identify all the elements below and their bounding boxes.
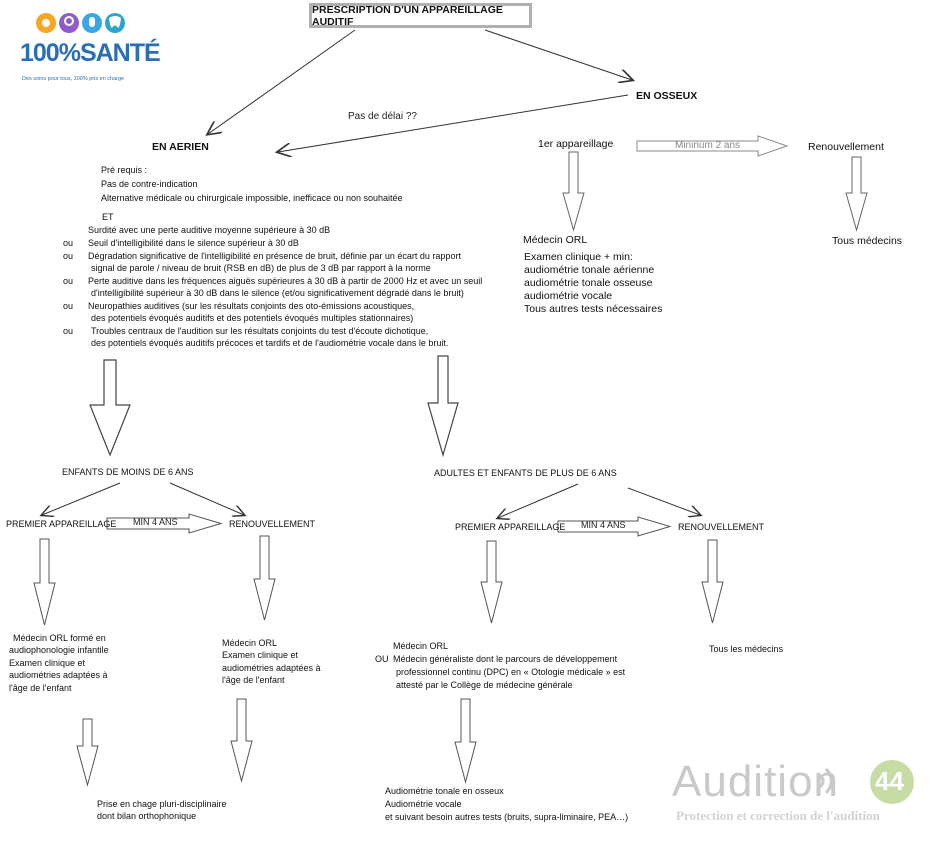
enfants-first: PREMIER APPAREILLAGE (6, 519, 117, 529)
aerien-prereq-item: Pas de contre-indication (101, 179, 198, 189)
criteria-line: Seuil d'intelligibilité dans le silence … (88, 238, 299, 248)
enfants-renewal-doctor-line: audiométries adaptées à (222, 663, 321, 673)
logo-audition-brand: Audition (672, 757, 840, 806)
ou-label: ou (63, 251, 74, 261)
enfants-first-doctor-line: audiophonologie infantile (9, 645, 109, 655)
enfants-first-doctor-line: audiométries adaptées à (9, 670, 108, 680)
enfants-renewal: RENOUVELLEMENT (229, 519, 316, 529)
adultes-or: OU (375, 654, 389, 664)
criteria-line: Troubles centraux de l'audition sur les … (91, 326, 429, 336)
logo-audition-waves-icon (818, 760, 914, 804)
adultes-heading: ADULTES ET ENFANTS DE PLUS DE 6 ANS (434, 468, 617, 478)
adultes-alt-doctor-line: professionnel continu (DPC) en « Otologi… (396, 667, 626, 677)
enfants-renewal-doctor-line: Médecin ORL (222, 638, 278, 648)
adultes-first: PREMIER APPAREILLAGE (455, 522, 566, 532)
osseux-exam-line: audiométrie tonale aérienne (524, 264, 655, 276)
criteria-line: Perte auditive dans les fréquences aiguë… (88, 276, 483, 286)
arrow-enfants-renewal-followup (230, 698, 253, 783)
aerien-prereq-title: Pré requis : (101, 165, 148, 175)
aerien-prereq-item: Alternative médicale ou chirurgicale imp… (101, 193, 403, 203)
adultes-tests-line: et suivant besoin autres tests (bruits, … (385, 812, 629, 822)
logo-100-sante-tagline: Des soins pour tous, 100% pris en charge (22, 76, 125, 82)
arrow-adultes-tests-down (454, 698, 477, 784)
aerien-et: ET (102, 212, 114, 222)
osseux-exam-line: audiométrie vocale (524, 290, 613, 302)
osseux-exam-line: Tous autres tests nécessaires (524, 303, 663, 315)
osseux-min-label: Mininum 2 ans (675, 140, 741, 151)
arrow-osseux-to-aerien (278, 94, 629, 152)
osseux-renewal-doctor: Tous médecins (832, 235, 903, 247)
adultes-renewal: RENOUVELLEMENT (678, 522, 765, 532)
criteria-line: des potentiels évoqués auditifs précoces… (91, 338, 449, 348)
arrow-enfants-renewal-down (253, 535, 276, 621)
logo-audition-number: 44 (875, 766, 904, 796)
criteria-line: signal de parole / niveau de bruit (RSB … (91, 263, 431, 273)
adultes-renewal-doctor: Tous les médecins (709, 644, 784, 654)
ou-label: ou (63, 238, 74, 248)
osseux-first: 1er appareillage (538, 138, 614, 150)
logo-audition-tagline: Protection et correction de l'audition (676, 808, 880, 823)
enfants-renewal-doctor-line: Examen clinique et (222, 650, 299, 660)
arrow-enfants-first-followup (76, 718, 99, 787)
title-box: PRESCRIPTION D'UN APPAREILLAGE AUDITIF (309, 3, 532, 28)
arrow-adultes-renewal-down (701, 539, 724, 624)
arrow-adultes-to-first (498, 483, 579, 518)
logo-audition-44: Audition 44 Protection et correction de … (670, 757, 920, 827)
enfants-followup-line: Prise en chage pluri-disciplinaire (97, 799, 227, 809)
adultes-tests-line: Audiométrie vocale (385, 799, 462, 809)
logo-100-sante-brand: 100%SANTÉ (20, 39, 161, 67)
ou-label: ou (63, 301, 74, 311)
osseux-doctor: Médecin ORL (523, 234, 588, 246)
enfants-min-label: MIN 4 ANS (133, 517, 178, 527)
criteria-line: Dégradation significative de l'intelligi… (88, 251, 461, 261)
criteria-line: des potentiels évoqués auditifs et des p… (91, 313, 414, 323)
criteria-line: d'intelligibilité supérieur à 30 dB dans… (91, 288, 464, 298)
arrow-to-enfants (89, 359, 131, 457)
arrow-adultes-to-renewal (627, 487, 700, 515)
adultes-min-label: MIN 4 ANS (581, 520, 626, 530)
osseux-renewal: Renouvellement (808, 141, 884, 153)
criteria-line: Neuropathies auditives (sur les résultat… (88, 301, 415, 311)
arrow-osseux-renewal-down (845, 156, 868, 232)
arrow-to-adultes (427, 355, 459, 458)
ou-label: ou (63, 276, 74, 286)
arrow-title-to-osseux (484, 29, 632, 80)
arrow-osseux-min (636, 135, 789, 157)
arrow-enfants-to-first (42, 482, 121, 515)
enfants-first-doctor-line: l'âge de l'enfant (9, 683, 72, 693)
enfants-renewal-doctor-line: l'âge de l'enfant (222, 675, 285, 685)
arrow-enfants-first-down (33, 538, 56, 626)
adultes-tests-line: Audiométrie tonale en osseux (385, 786, 504, 796)
adultes-first-doctor: Médecin ORL (393, 641, 449, 651)
enfants-followup-line: dont bilan orthophonique (97, 811, 197, 821)
arrow-enfants-min (106, 513, 223, 534)
osseux-exam-line: audiométrie tonale osseuse (524, 277, 653, 289)
arrow-adultes-first-down (480, 540, 503, 624)
aerien-heading: EN AERIEN (152, 141, 209, 153)
enfants-first-doctor-line: Médecin ORL formé en (13, 633, 106, 643)
arrow-title-to-aerien (208, 29, 356, 134)
ou-label: ou (63, 326, 74, 336)
adultes-alt-doctor-line: Médecin généraliste dont le parcours de … (393, 654, 618, 664)
page-title: PRESCRIPTION D'UN APPAREILLAGE AUDITIF (312, 3, 503, 28)
adultes-alt-doctor-line: attesté par le Collège de médecine génér… (396, 680, 573, 690)
osseux-heading: EN OSSEUX (636, 90, 698, 102)
enfants-heading: ENFANTS DE MOINS DE 6 ANS (62, 467, 194, 477)
logo-100-sante-icon (36, 13, 125, 33)
arrow-enfants-to-renewal (169, 482, 244, 515)
arrow-osseux-first-down (562, 151, 585, 232)
delay-label: Pas de délai ?? (348, 111, 417, 122)
osseux-exam-line: Examen clinique + min: (524, 251, 633, 263)
arrow-adultes-min (557, 516, 672, 537)
enfants-first-doctor-line: Examen clinique et (9, 658, 86, 668)
aerien-criteria-first: Surdité avec une perte auditive moyenne … (88, 225, 331, 235)
logo-100-sante: 100%SANTÉ Des soins pour tous, 100% pris… (20, 10, 161, 90)
